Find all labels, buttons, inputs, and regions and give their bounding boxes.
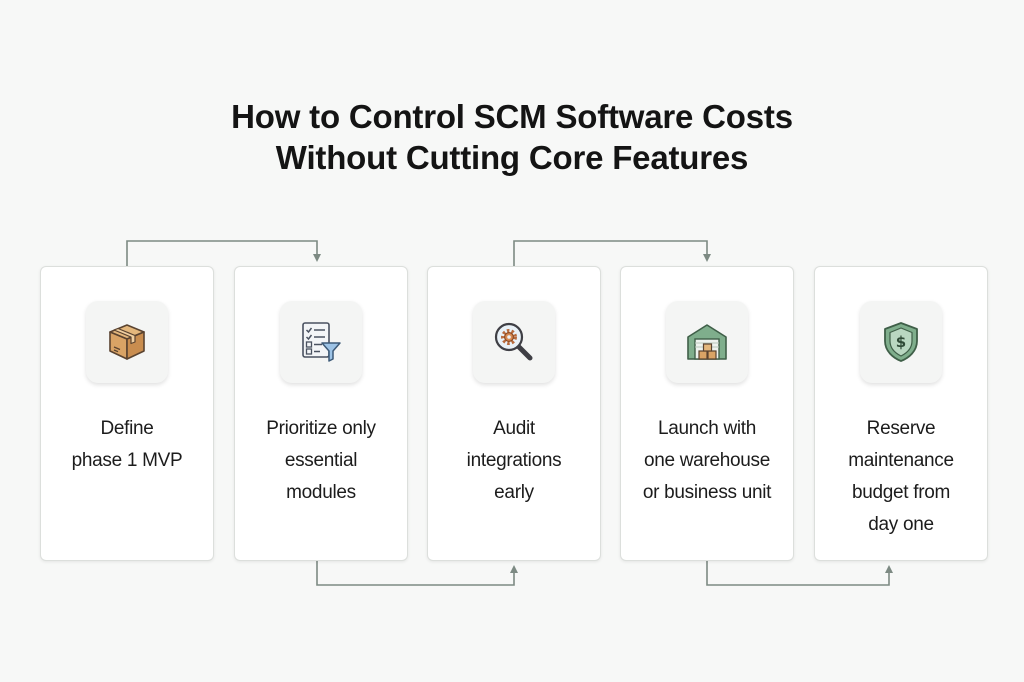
connector-step3-to-step4 xyxy=(513,240,711,266)
step-card-2: Prioritize only essential modules xyxy=(234,266,408,561)
step-card-3: Audit integrations early xyxy=(427,266,601,561)
warehouse-icon xyxy=(687,324,727,360)
step-card-5: $ Reserve maintenance budget from day on… xyxy=(814,266,988,561)
step-label-2: Prioritize only essential modules xyxy=(266,418,376,503)
step-label-4: Launch with one warehouse or business un… xyxy=(642,418,772,503)
step-card-4: Launch with one warehouse or business un… xyxy=(620,266,794,561)
dollar-shield-icon: $ xyxy=(884,322,918,362)
connector-step2-to-step3 xyxy=(316,561,518,586)
magnifier-gear-icon xyxy=(494,322,533,361)
step-label-5: Reserve maintenance budget from day one xyxy=(848,418,954,535)
step-icon-frame xyxy=(280,301,362,383)
step-icon-frame xyxy=(666,301,748,383)
checklist-funnel-icon xyxy=(302,322,341,362)
page-title: How to Control SCM Software Costs Withou… xyxy=(0,96,1024,178)
title-line-2: Without Cutting Core Features xyxy=(275,139,749,176)
step-icon-frame xyxy=(473,301,555,383)
cardboard-box-icon xyxy=(109,324,145,360)
title-line-1: How to Control SCM Software Costs xyxy=(231,98,793,135)
svg-text:$: $ xyxy=(896,333,906,351)
step-icon-frame: $ xyxy=(860,301,942,383)
connector-step4-to-step5 xyxy=(706,561,893,586)
step-card-1: Define phase 1 MVP xyxy=(40,266,214,561)
step-label-1: Define phase 1 MVP xyxy=(71,418,183,471)
step-label-3: Audit integrations early xyxy=(466,418,562,503)
step-icon-frame xyxy=(86,301,168,383)
connector-step1-to-step2 xyxy=(126,240,321,266)
